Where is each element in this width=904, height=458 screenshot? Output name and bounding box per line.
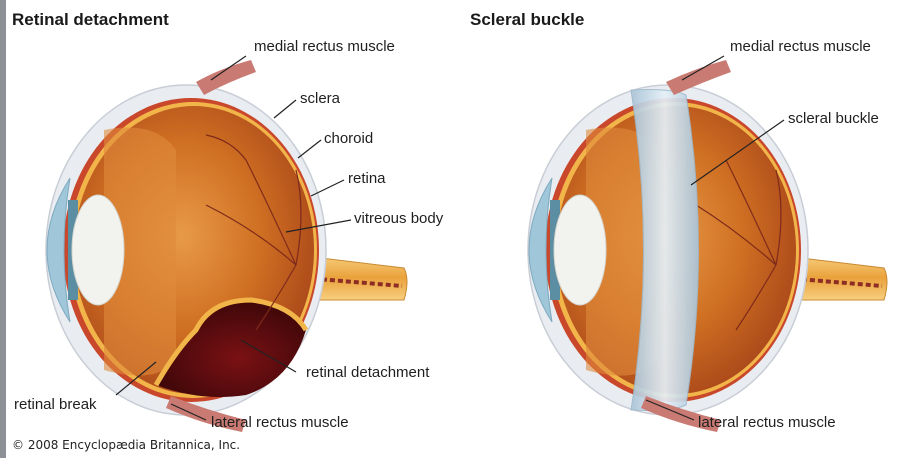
lens-left: [72, 195, 124, 305]
eye-illustrations: [6, 0, 904, 458]
label-medial-rectus-right: medial rectus muscle: [730, 38, 871, 55]
label-vitreous-body: vitreous body: [354, 210, 443, 227]
label-sclera: sclera: [300, 90, 340, 107]
label-medial-rectus-left: medial rectus muscle: [254, 38, 395, 55]
diagram-canvas: Retinal detachment Scleral buckle medial…: [6, 0, 904, 458]
copyright-credit: © 2008 Encyclopædia Britannica, Inc.: [12, 438, 240, 452]
label-lateral-rectus-right: lateral rectus muscle: [698, 414, 836, 431]
panel-title-right: Scleral buckle: [470, 10, 584, 30]
leader-sclera: [274, 100, 296, 118]
label-scleral-buckle: scleral buckle: [788, 110, 879, 127]
label-retina: retina: [348, 170, 386, 187]
label-retinal-detachment: retinal detachment: [306, 364, 429, 381]
label-lateral-rectus-left: lateral rectus muscle: [211, 414, 349, 431]
label-choroid: choroid: [324, 130, 373, 147]
medial-rectus-left: [196, 60, 256, 95]
panel-title-left: Retinal detachment: [12, 10, 169, 30]
lens-right: [554, 195, 606, 305]
leader-choroid: [298, 140, 321, 158]
label-retinal-break: retinal break: [14, 396, 97, 413]
